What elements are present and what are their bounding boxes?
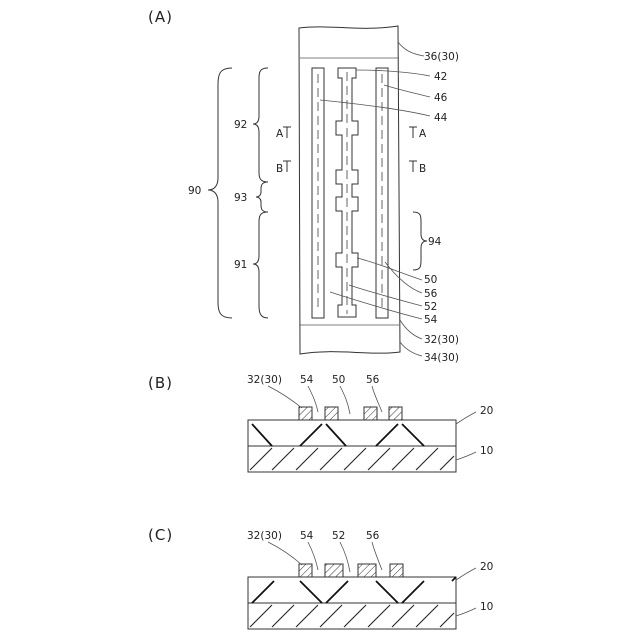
label-b-56: 56 bbox=[366, 374, 380, 386]
label-b-20: 20 bbox=[480, 405, 493, 417]
label-c-52: 52 bbox=[332, 530, 345, 542]
label-c-20: 20 bbox=[480, 561, 493, 573]
brace-92 bbox=[253, 68, 268, 182]
electrode-c-2 bbox=[325, 564, 343, 577]
label-42: 42 bbox=[434, 71, 447, 83]
label-91: 91 bbox=[234, 259, 247, 271]
label-b-50: 50 bbox=[332, 374, 345, 386]
svg-text:A: A bbox=[276, 128, 284, 140]
section-label-c: (C) bbox=[148, 526, 173, 544]
label-54: 54 bbox=[424, 314, 438, 326]
electrode-b-1 bbox=[299, 407, 312, 420]
electrode-b-2 bbox=[325, 407, 338, 420]
svg-text:B: B bbox=[419, 163, 426, 175]
section-label-a: (A) bbox=[148, 8, 173, 26]
electrode-c-4 bbox=[390, 564, 403, 577]
brace-91 bbox=[253, 212, 268, 318]
section-marker-a-right: A bbox=[409, 127, 427, 140]
label-b-10: 10 bbox=[480, 445, 493, 457]
label-46: 46 bbox=[434, 92, 448, 104]
label-c-32: 32(30) bbox=[247, 530, 282, 542]
brace-93 bbox=[256, 182, 268, 212]
label-c-54: 54 bbox=[300, 530, 314, 542]
label-93: 93 bbox=[234, 192, 247, 204]
label-c-56: 56 bbox=[366, 530, 380, 542]
label-94: 94 bbox=[428, 236, 442, 248]
label-44: 44 bbox=[434, 112, 448, 124]
electrode-b-3 bbox=[364, 407, 377, 420]
label-c-10: 10 bbox=[480, 601, 493, 613]
section-marker-b-left: B bbox=[276, 161, 291, 175]
electrode-c-1 bbox=[299, 564, 312, 577]
svg-text:A: A bbox=[419, 128, 427, 140]
cross-section-c bbox=[248, 542, 476, 629]
electrode-b-4 bbox=[389, 407, 402, 420]
label-36: 36(30) bbox=[424, 51, 459, 63]
label-b-32: 32(30) bbox=[247, 374, 282, 386]
label-56: 56 bbox=[424, 288, 438, 300]
brace-90 bbox=[208, 68, 232, 318]
section-marker-b-right: B bbox=[409, 161, 426, 175]
svg-text:B: B bbox=[276, 163, 283, 175]
label-90: 90 bbox=[188, 185, 201, 197]
label-b-54: 54 bbox=[300, 374, 314, 386]
substrate-strip bbox=[299, 26, 400, 354]
label-32: 32(30) bbox=[424, 334, 459, 346]
label-50: 50 bbox=[424, 274, 437, 286]
brace-94 bbox=[413, 212, 427, 270]
label-34: 34(30) bbox=[424, 352, 459, 364]
label-92: 92 bbox=[234, 119, 247, 131]
cross-section-b bbox=[248, 386, 476, 472]
section-label-b: (B) bbox=[148, 374, 173, 392]
label-52: 52 bbox=[424, 301, 437, 313]
electrode-c-3 bbox=[358, 564, 376, 577]
section-marker-a-left: A bbox=[276, 127, 291, 140]
